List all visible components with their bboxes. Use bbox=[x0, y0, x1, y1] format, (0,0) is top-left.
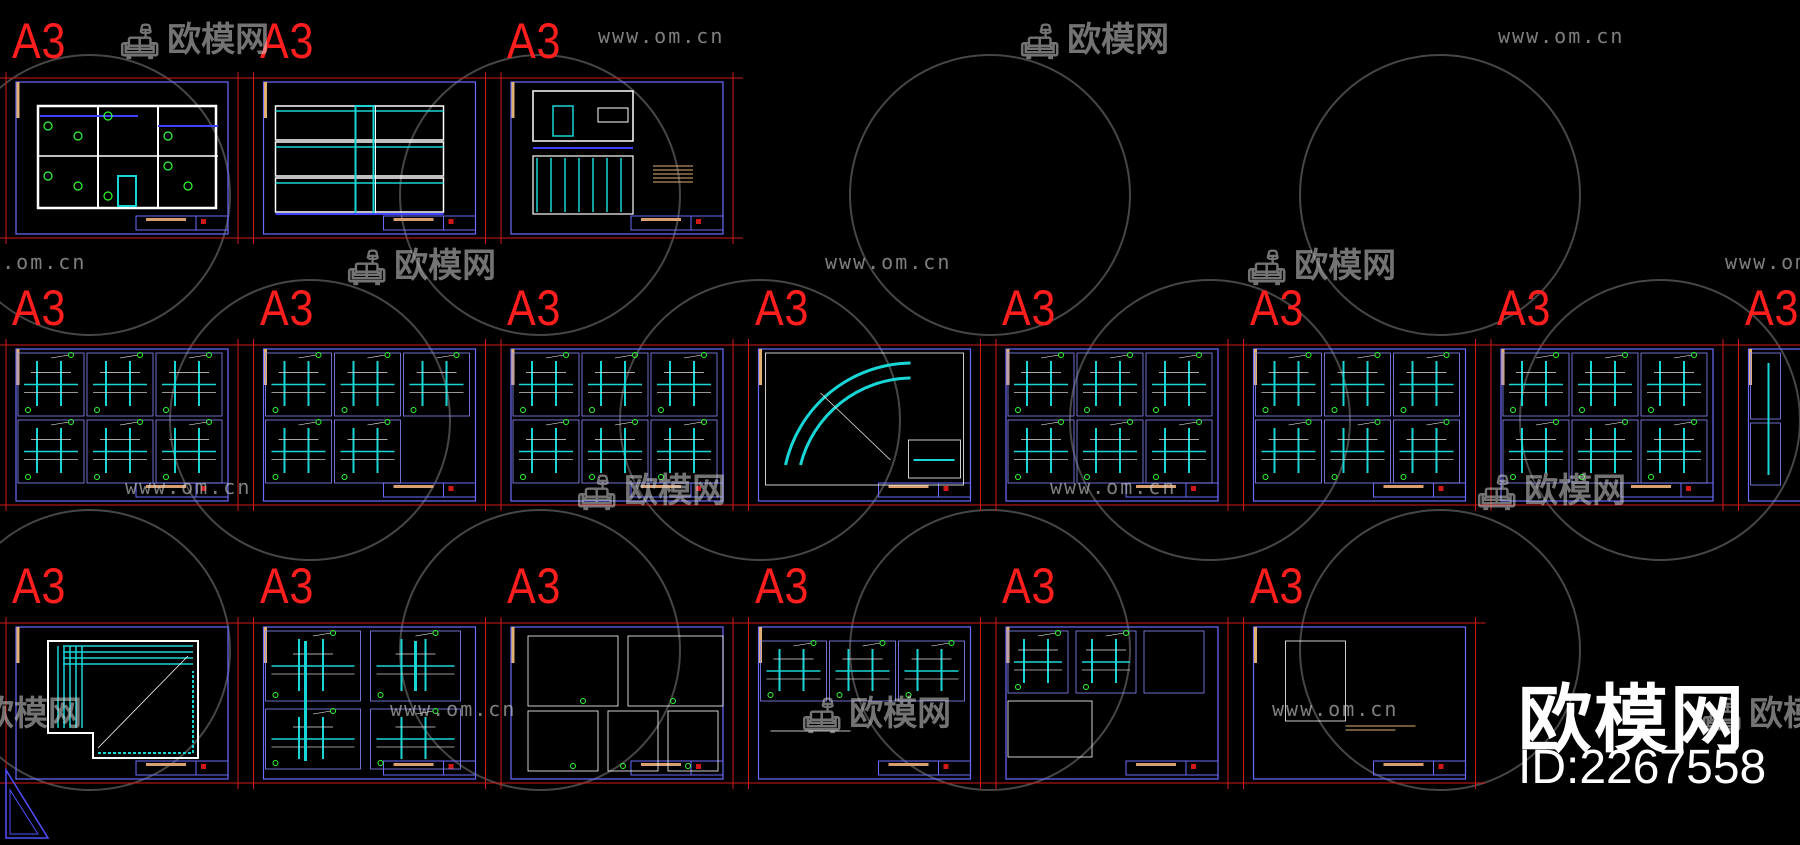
sofa-logo-icon: 🛋 bbox=[1018, 21, 1062, 62]
drawing-sheet-floor-plan[interactable] bbox=[0, 72, 248, 244]
title-block bbox=[383, 760, 476, 776]
sheet-size-label: A3 bbox=[259, 13, 314, 69]
watermark-logo: 🛋欧模网 bbox=[345, 246, 497, 288]
sheet-size-label: A3 bbox=[12, 558, 67, 614]
watermark-url: www.om.cn bbox=[1498, 24, 1625, 48]
sheet-size-label: A3 bbox=[507, 558, 562, 614]
sofa-logo-icon: 🛋 bbox=[575, 472, 619, 513]
watermark-logo: 🛋欧模网 bbox=[1475, 471, 1627, 513]
title-block bbox=[1373, 760, 1466, 776]
watermark-logo: 🛋欧模网 bbox=[800, 694, 952, 736]
watermark-logo: 🛋欧模网 bbox=[1245, 246, 1397, 288]
drawing-sheet-arc-detail[interactable] bbox=[738, 339, 991, 511]
watermark-url: www.om.cn bbox=[1272, 697, 1399, 721]
sheet-size-label: A3 bbox=[754, 558, 809, 614]
drawing-sheet-note-sheet[interactable] bbox=[1233, 617, 1486, 789]
sheet-size-label: A3 bbox=[259, 280, 314, 336]
sheet-size-label: A3 bbox=[1744, 280, 1799, 336]
watermark-url: www.om.cn bbox=[1050, 475, 1177, 499]
sofa-logo-icon: 🛋 bbox=[1700, 695, 1744, 736]
title-block bbox=[135, 760, 229, 776]
sheet-size-label: A3 bbox=[1249, 280, 1304, 336]
drawing-sheet-details-partial[interactable] bbox=[1728, 339, 1800, 511]
sheet-size-label: A3 bbox=[1002, 280, 1057, 336]
drawing-sheet-details-6[interactable] bbox=[1233, 339, 1486, 511]
watermark-url: www.om.cn bbox=[390, 697, 517, 721]
title-block bbox=[135, 215, 229, 231]
brand-id: ID:2267558 bbox=[1518, 741, 1767, 794]
sofa-logo-icon: 🛋 bbox=[800, 695, 844, 736]
sofa-logo-icon: 🛋 bbox=[118, 21, 162, 62]
sheet-size-label: A3 bbox=[754, 280, 809, 336]
watermark-url: www.om.cn bbox=[0, 250, 87, 274]
drawing-sheet-details-row[interactable] bbox=[738, 617, 991, 789]
watermark-logo: 🛋欧模网 bbox=[575, 471, 727, 513]
drawing-sheet-elevation[interactable] bbox=[243, 72, 496, 244]
sheet-size-label: A3 bbox=[1249, 558, 1304, 614]
watermark-url: www.om.cn bbox=[1725, 250, 1800, 274]
drawing-sheet-l-plan[interactable] bbox=[0, 617, 248, 789]
ucs-icon bbox=[5, 767, 50, 839]
watermark-logo: 🛋欧模网 bbox=[1700, 694, 1800, 736]
sheet-size-label: A3 bbox=[507, 280, 562, 336]
drawing-sheet-elevation-section[interactable] bbox=[491, 72, 743, 244]
watermark-logo: 🛋欧模网 bbox=[118, 20, 270, 62]
sofa-logo-icon: 🛋 bbox=[1245, 247, 1289, 288]
drawing-sheet-details-6[interactable] bbox=[986, 339, 1238, 511]
drawing-sheet-empty-frames[interactable] bbox=[491, 617, 743, 789]
title-block bbox=[630, 215, 724, 231]
watermark-url: www.om.cn bbox=[598, 24, 725, 48]
sheet-size-label: A3 bbox=[507, 13, 562, 69]
title-block bbox=[630, 760, 724, 776]
watermark-logo: 🛋欧模网 bbox=[1018, 20, 1170, 62]
drawing-sheet-details-6[interactable] bbox=[0, 339, 248, 511]
drawing-sheet-details-3[interactable] bbox=[986, 617, 1238, 789]
drawing-sheet-details-5[interactable] bbox=[243, 339, 496, 511]
sheet-size-label: A3 bbox=[12, 13, 67, 69]
sofa-logo-icon: 🛋 bbox=[345, 247, 389, 288]
drawing-sheet-details-6[interactable] bbox=[1481, 339, 1733, 511]
watermark-logo: 欧模网 bbox=[0, 694, 82, 734]
sheet-size-label: A3 bbox=[1497, 280, 1552, 336]
title-block bbox=[878, 760, 971, 776]
sheet-size-label: A3 bbox=[12, 280, 67, 336]
watermark-url: www.om.cn bbox=[825, 250, 952, 274]
drawing-sheet-section-details[interactable] bbox=[243, 617, 496, 789]
sheet-size-label: A3 bbox=[259, 558, 314, 614]
title-block bbox=[383, 215, 476, 231]
brand-name: 欧模网 bbox=[1518, 677, 1746, 763]
title-block bbox=[1125, 760, 1219, 776]
watermark-url: www.om.cn bbox=[125, 475, 252, 499]
sofa-logo-icon: 🛋 bbox=[1475, 472, 1519, 513]
drawing-sheet-details-6[interactable] bbox=[491, 339, 743, 511]
title-block bbox=[383, 482, 476, 498]
title-block bbox=[1373, 482, 1466, 498]
sheet-size-label: A3 bbox=[1002, 558, 1057, 614]
title-block bbox=[1620, 482, 1714, 498]
